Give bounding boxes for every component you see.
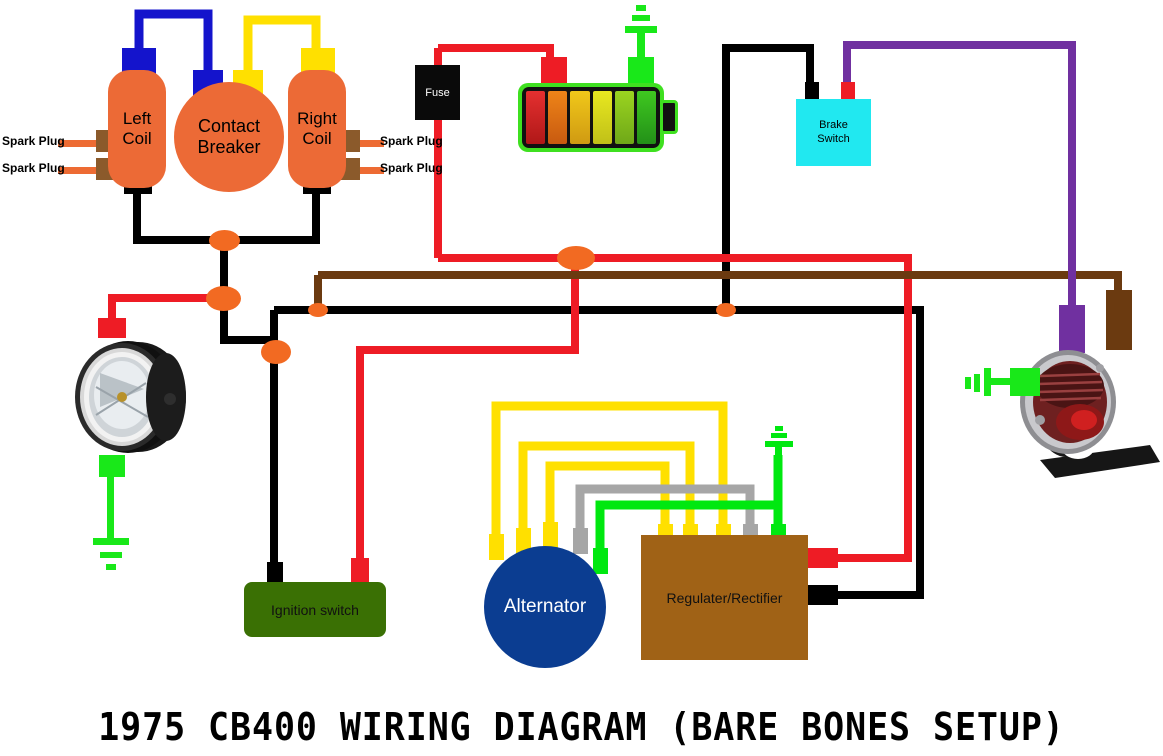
battery-nub: [660, 100, 678, 134]
wire-yellow-coil-breaker: [243, 15, 321, 96]
wire-yellow-alt-3: [545, 461, 670, 530]
junction-node-headlight: [206, 286, 241, 311]
headlight-ground-symbol: [93, 476, 129, 570]
fuse-label: Fuse: [425, 86, 450, 99]
ignition-black-terminal: [267, 562, 283, 584]
junction-node-red-bus: [557, 246, 595, 270]
junction-node-lower: [261, 340, 291, 364]
diagram-title: 1975 CB400 WIRING DIAGRAM (BARE BONES SE…: [98, 705, 1065, 749]
spark-plug-label-4: Spark Plug: [380, 161, 443, 175]
contact-breaker[interactable]: Contact Breaker: [174, 82, 284, 192]
spark-plug-wire-3: [338, 140, 384, 147]
wire-red-headlight: [108, 294, 224, 318]
brake-switch[interactable]: Brake Switch: [796, 99, 871, 166]
wire-black-brake-to-bus: [722, 44, 814, 88]
alternator-terminal-gray: [573, 528, 588, 554]
battery-icon[interactable]: [518, 83, 664, 152]
ignition-red-terminal: [351, 558, 369, 584]
contact-breaker-label: Contact Breaker: [197, 116, 261, 157]
right-coil-top-terminal: [301, 48, 335, 74]
brake-switch-black-terminal: [805, 82, 819, 104]
wire-red-ignition-branch: [356, 258, 579, 570]
spark-plug-wire-4: [338, 167, 384, 174]
headlight-red-terminal: [98, 318, 126, 338]
alternator-terminal-yellow-3: [543, 522, 558, 548]
spark-plug-label-1: Spark Plug: [2, 134, 65, 148]
battery-cell: [570, 91, 590, 144]
wire-black-left-coil-down: [133, 185, 224, 244]
regulator-label: Regulater/Rectifier: [666, 589, 783, 606]
battery-cell: [592, 91, 612, 144]
wire-red-main-bus: [438, 254, 912, 562]
alternator-terminal-yellow-1: [489, 534, 504, 560]
ignition-switch-label: Ignition switch: [271, 601, 359, 618]
spark-plug-label-3: Spark Plug: [380, 134, 443, 148]
alternator-terminal-green: [593, 548, 608, 574]
left-coil-top-terminal: [122, 48, 156, 74]
regulator-black-terminal: [808, 585, 838, 605]
taillight-brown-terminal: [1106, 290, 1132, 350]
wire-green-alt: [595, 500, 783, 558]
taillight-icon[interactable]: [1000, 340, 1163, 485]
alternator[interactable]: Alternator: [484, 546, 606, 668]
junction-node-coils: [209, 230, 240, 251]
ignition-switch[interactable]: Ignition switch: [244, 582, 386, 637]
wire-black-right-coil-down: [224, 185, 320, 244]
junction-node-brown: [308, 303, 328, 317]
spark-plug-label-2: Spark Plug: [2, 161, 65, 175]
regulator-ground-symbol: [765, 426, 793, 465]
fuse-box[interactable]: Fuse: [415, 65, 460, 120]
right-coil[interactable]: Right Coil: [288, 70, 346, 188]
right-coil-label: Right Coil: [297, 109, 337, 148]
brake-switch-red-terminal: [841, 82, 855, 104]
wire-blue-coil-breaker: [134, 9, 213, 96]
spark-plug-wire-2: [58, 167, 116, 174]
spark-plug-wire-1: [58, 140, 116, 147]
junction-node-black-bus: [716, 303, 736, 317]
regulator-rectifier[interactable]: Regulater/Rectifier: [641, 535, 808, 660]
battery-cell: [548, 91, 568, 144]
regulator-red-terminal: [808, 548, 838, 568]
alternator-label: Alternator: [503, 596, 587, 617]
taillight-ground-symbol: [965, 368, 1016, 396]
headlight-icon[interactable]: [66, 337, 188, 455]
battery-cell: [526, 91, 546, 144]
battery-cell: [614, 91, 634, 144]
wire-yellow-alt-1: [491, 401, 728, 545]
wire-purple-brake-taillight: [843, 41, 1076, 310]
battery-ground-symbol: [625, 5, 657, 61]
brake-switch-label: Brake Switch: [817, 118, 850, 145]
taillight-purple-terminal: [1059, 305, 1085, 353]
battery-cell: [636, 91, 657, 144]
left-coil-label: Left Coil: [122, 109, 152, 148]
left-coil[interactable]: Left Coil: [108, 70, 166, 188]
wire-brown-taillight-bus: [318, 271, 1122, 300]
headlight-ground-terminal: [99, 455, 125, 477]
